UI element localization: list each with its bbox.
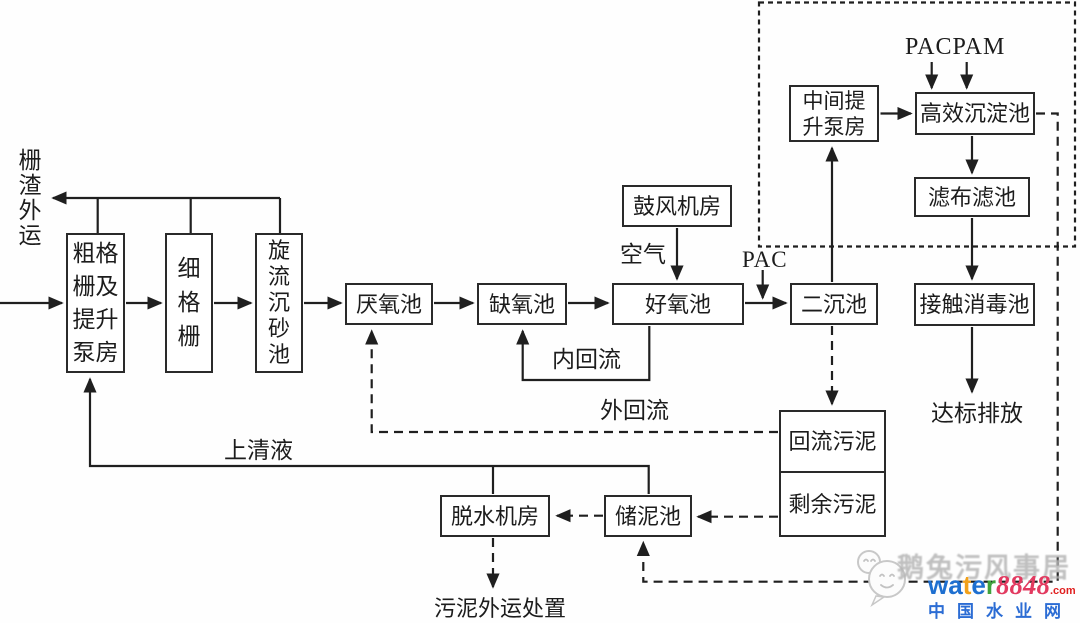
- watermark-logo: water8848.com 中国水业网: [928, 570, 1076, 621]
- node-dewatering-room: 脱水机房: [440, 495, 550, 537]
- label-supernatant: 上清液: [224, 438, 293, 463]
- node-intermediate-lift-pump-station: 中间提 升泵房: [789, 85, 879, 142]
- node-anaerobic-tank: 厌氧池: [345, 283, 433, 325]
- node-aerobic-tank: 好氧池: [612, 283, 744, 325]
- node-coarse-screen-pump-station: 粗格 栅及 提升 泵房: [66, 233, 125, 373]
- line-screen-waste-header: [53, 198, 282, 233]
- logo-letter: t: [962, 570, 972, 600]
- logo-letter: a: [948, 570, 963, 600]
- line-internal-recycle: [516, 326, 651, 382]
- label-screen-waste-out: 栅 渣 外 运: [18, 148, 42, 248]
- logo-number: 8848: [995, 570, 1050, 600]
- line-sedimentation-sludge-to-storage: [636, 112, 1059, 583]
- node-sludge-storage-tank: 储泥池: [604, 495, 692, 537]
- node-high-efficiency-sedimentation-tank: 高效沉淀池: [915, 92, 1035, 135]
- node-cloth-media-filter: 滤布滤池: [914, 177, 1030, 217]
- node-anoxic-tank: 缺氧池: [477, 283, 567, 325]
- wechat-emoji-icon: [854, 549, 910, 612]
- node-vortex-grit-chamber: 旋 流 沉 砂 池: [255, 233, 303, 373]
- node-contact-disinfection-tank: 接触消毒池: [914, 283, 1035, 326]
- logo-tld: .com: [1049, 585, 1076, 597]
- label-pac-pam: PACPAM: [905, 34, 1006, 60]
- dashed-sludge-lines: [365, 112, 1059, 589]
- label-internal-recycle: 内回流: [552, 347, 621, 372]
- label-pac: PAC: [742, 247, 788, 272]
- label-external-recycle: 外回流: [600, 398, 669, 423]
- watermark-account-text: 鹅兔污风事居: [897, 553, 1071, 583]
- logo-water-letters: water: [928, 570, 996, 600]
- line-external-recycle: [365, 329, 778, 434]
- logo-letter: r: [985, 570, 996, 600]
- node-excess-sludge: 剩余污泥: [779, 471, 886, 537]
- logo-letter: w: [928, 570, 949, 600]
- label-air: 空气: [620, 242, 666, 267]
- tertiary-section-dashed-border: [757, 1, 1077, 248]
- node-secondary-clarifier: 二沉池: [790, 283, 878, 325]
- logo-letter: e: [971, 570, 986, 600]
- node-return-sludge: 回流污泥: [779, 410, 886, 473]
- line-supernatant-return: [83, 377, 650, 494]
- logo-site-name: 中国水业网: [928, 602, 1073, 621]
- node-fine-screen: 细 格 栅: [165, 233, 213, 373]
- label-discharge-to-standard: 达标排放: [931, 401, 1023, 426]
- label-sludge-disposal: 污泥外运处置: [434, 596, 567, 621]
- node-blower-room: 鼓风机房: [622, 185, 732, 227]
- solid-flow-lines: [0, 62, 979, 494]
